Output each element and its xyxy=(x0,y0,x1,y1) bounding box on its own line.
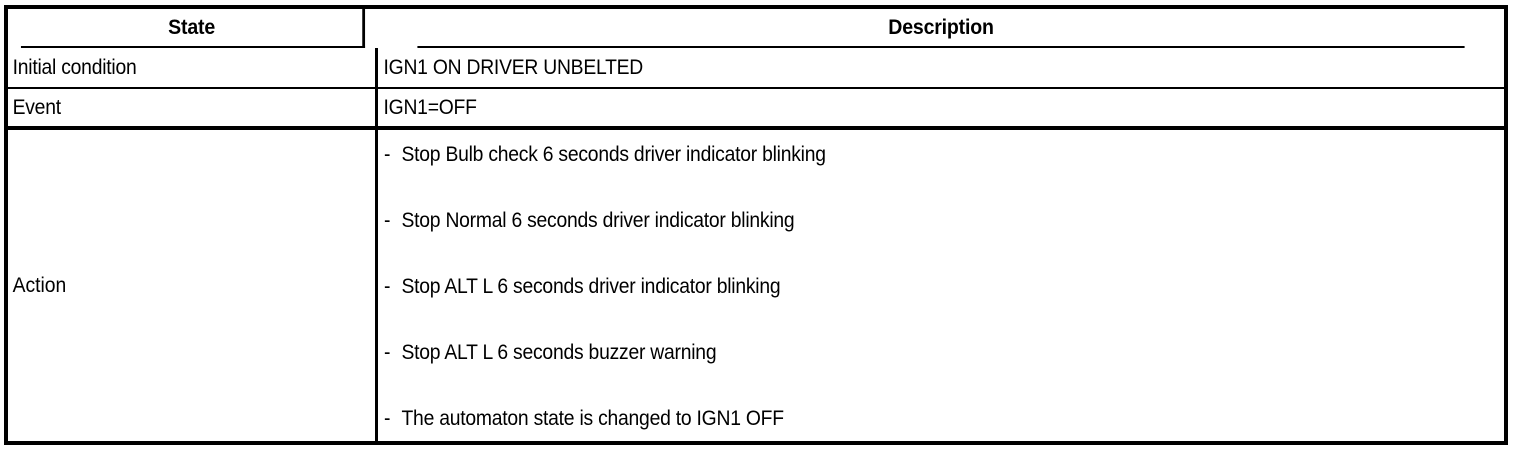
bullet-dash-icon: - xyxy=(384,143,391,166)
bullet-dash-icon: - xyxy=(384,341,391,364)
event-value: IGN1=OFF xyxy=(383,95,477,119)
initial-condition-value: IGN1 ON DRIVER UNBELTED xyxy=(383,55,644,79)
bullet-dash-icon: - xyxy=(384,275,391,298)
action-list-item: -Stop ALT L 6 seconds driver indicator b… xyxy=(384,275,781,298)
action-item-list: -Stop Bulb check 6 seconds driver indica… xyxy=(378,130,1504,441)
action-list-item: -Stop Normal 6 seconds driver indicator … xyxy=(384,209,795,232)
action-list-item: -Stop ALT L 6 seconds buzzer warning xyxy=(384,341,717,364)
header-state-label: State xyxy=(168,15,216,39)
action-list-item: -Stop Bulb check 6 seconds driver indica… xyxy=(384,144,826,165)
action-item-text: Stop Normal 6 seconds driver indicator b… xyxy=(401,209,795,232)
event-label: Event xyxy=(12,95,61,119)
table-row-action-description: -Stop Bulb check 6 seconds driver indica… xyxy=(378,130,1504,441)
bullet-dash-icon: - xyxy=(384,407,391,430)
action-label: Action xyxy=(12,273,67,297)
table-row-initial-condition-description: IGN1 ON DRIVER UNBELTED xyxy=(378,48,1504,89)
table-row-initial-condition-state: Initial condition xyxy=(8,48,378,89)
action-item-text: Stop ALT L 6 seconds driver indicator bl… xyxy=(401,275,781,298)
state-description-table: State Description Initial condition IGN1… xyxy=(4,5,1508,445)
header-description-label: Description xyxy=(888,15,994,39)
initial-condition-label: Initial condition xyxy=(12,55,137,79)
table-row-action-state: Action xyxy=(8,130,378,441)
action-item-text: Stop Bulb check 6 seconds driver indicat… xyxy=(401,143,826,166)
action-item-text: The automaton state is changed to IGN1 O… xyxy=(401,407,784,430)
table-header-description: Description xyxy=(417,9,1465,48)
table-row-event-description: IGN1=OFF xyxy=(378,89,1504,130)
bullet-dash-icon: - xyxy=(384,209,391,232)
table-row-event-state: Event xyxy=(8,89,378,130)
action-list-item: -The automaton state is changed to IGN1 … xyxy=(384,408,784,429)
table-header-state: State xyxy=(20,9,366,48)
action-item-text: Stop ALT L 6 seconds buzzer warning xyxy=(401,341,717,364)
